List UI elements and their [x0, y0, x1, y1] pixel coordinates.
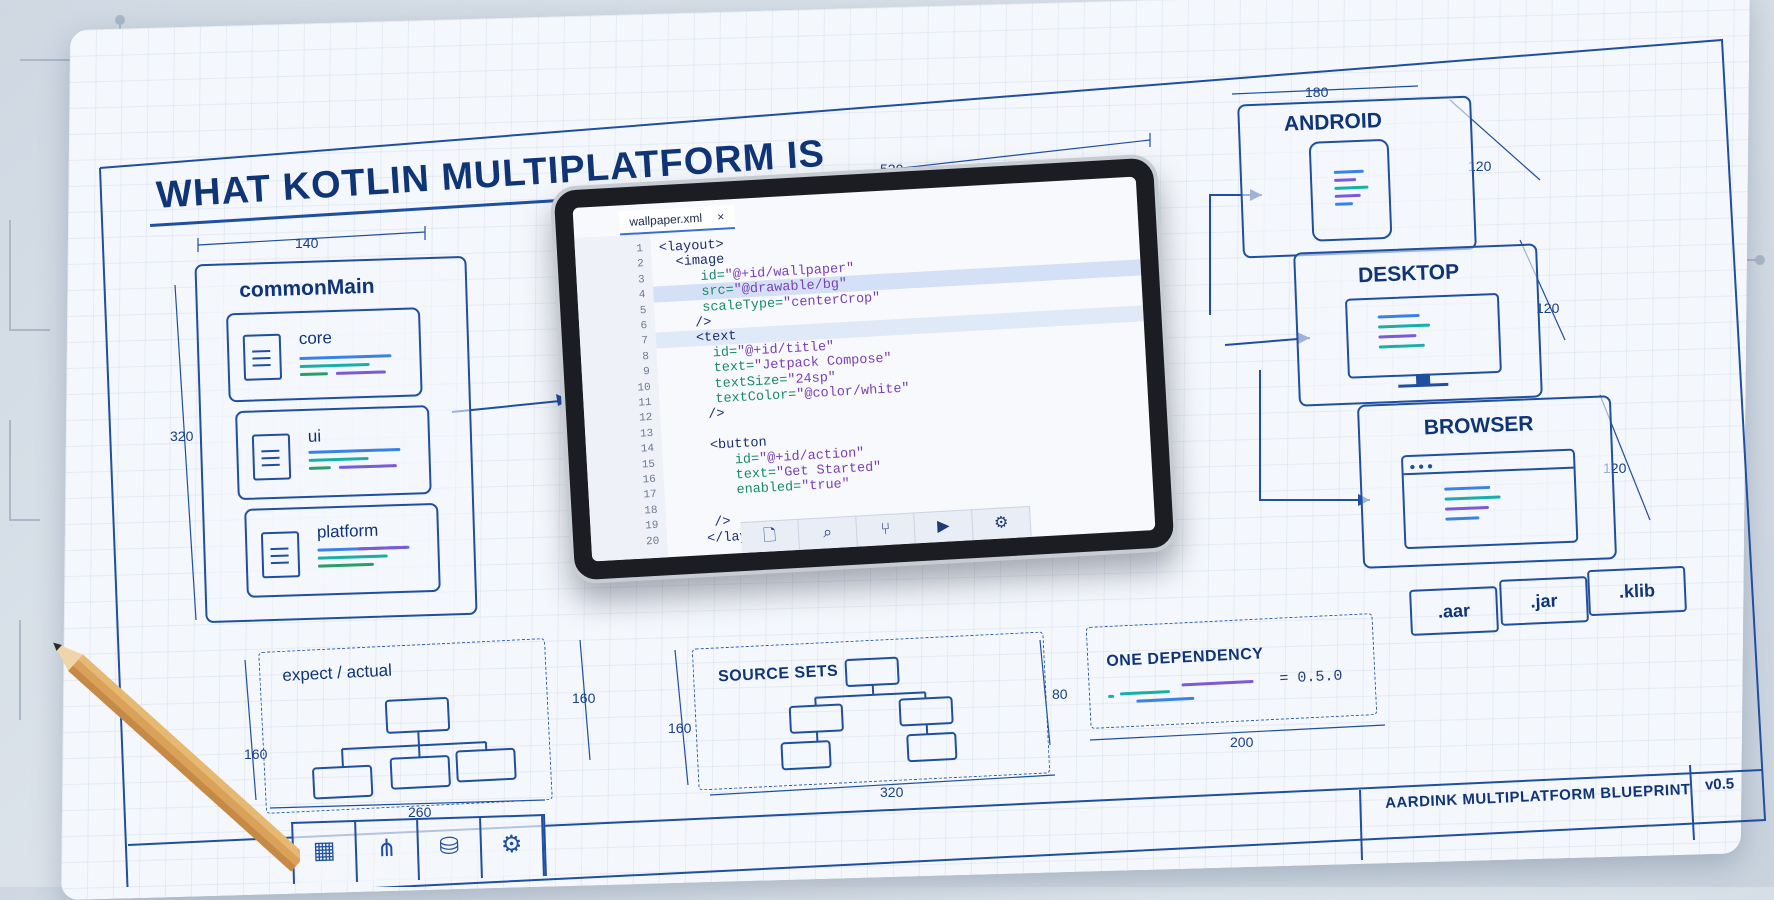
- line-number: 2: [636, 258, 645, 271]
- tab-label: wallpaper.xml: [629, 210, 703, 229]
- dim-common-height: 320: [170, 428, 194, 444]
- line-number: 16: [642, 473, 657, 487]
- code-attr: src=: [701, 283, 735, 301]
- one-dependency-panel: ONE DEPENDENCY = 0.5.0: [1085, 613, 1378, 729]
- dim-dependency-height: 80: [1052, 686, 1068, 702]
- code-attr: enabled=: [736, 480, 802, 499]
- code-attr: textColor=: [715, 387, 797, 408]
- play-icon[interactable]: ▶: [914, 510, 974, 544]
- dim-source-height: 160: [668, 720, 692, 736]
- artifact-jar[interactable]: .jar: [1499, 576, 1589, 626]
- code-line[interactable]: />: [668, 407, 725, 426]
- line-number: 1: [636, 243, 644, 256]
- file-icon: [260, 531, 301, 579]
- artifact-klib[interactable]: .klib: [1587, 565, 1687, 617]
- monitor-icon: [1344, 292, 1502, 379]
- code-attr: id=: [712, 344, 738, 362]
- line-number: 9: [642, 366, 651, 379]
- line-number: 20: [645, 535, 660, 549]
- platform-desktop[interactable]: DESKTOP: [1293, 243, 1543, 407]
- dim-dependency-width: 200: [1230, 734, 1254, 750]
- dim-expect-height-left: 160: [244, 746, 268, 762]
- line-number: 14: [640, 443, 655, 456]
- module-platform[interactable]: platform: [244, 502, 441, 598]
- line-number: 10: [637, 381, 652, 395]
- bottom-toolbar: ▦⋔⛁⚙: [291, 814, 547, 884]
- browser-window-icon: ● ● ●: [1400, 448, 1579, 550]
- line-number: 18: [644, 504, 658, 518]
- common-main-group: commonMain core ui platform: [194, 255, 478, 624]
- panel-label: ONE DEPENDENCY: [1105, 645, 1264, 671]
- code-val: "true": [800, 477, 851, 496]
- line-number: 7: [641, 335, 649, 348]
- code-tag: />: [707, 407, 725, 424]
- line-number: 17: [643, 489, 658, 502]
- platform-android[interactable]: ANDROID: [1237, 95, 1477, 259]
- module-label: ui: [307, 426, 322, 446]
- code-attr: text=: [713, 359, 755, 377]
- line-number: 11: [638, 396, 652, 410]
- close-icon[interactable]: ×: [716, 209, 725, 224]
- code-attr: scaleType=: [701, 296, 784, 316]
- file-icon[interactable]: 🗋: [740, 519, 800, 554]
- expect-actual-panel: expect / actual: [258, 638, 553, 814]
- dim-desktop-height: 120: [1536, 300, 1560, 316]
- common-main-title: commonMain: [238, 274, 375, 302]
- branch-icon[interactable]: ⑂: [856, 513, 916, 547]
- dim-source-width: 320: [880, 784, 904, 800]
- dependency-version: = 0.5.0: [1279, 667, 1343, 688]
- file-icon: [251, 433, 292, 481]
- file-icon: [242, 333, 283, 381]
- database-icon[interactable]: ⛁: [418, 818, 483, 880]
- phone-icon: [1308, 138, 1393, 242]
- line-number: 5: [639, 304, 647, 318]
- share-icon[interactable]: ⋔: [355, 820, 420, 882]
- dim-platform-width: 180: [1305, 84, 1329, 100]
- code-attr: id=: [734, 451, 760, 468]
- pencil-icon: [53, 642, 300, 872]
- code-attr: id=: [700, 268, 726, 285]
- line-number: 13: [639, 427, 654, 441]
- artifact-aar[interactable]: .aar: [1409, 586, 1499, 636]
- line-number: 15: [641, 458, 656, 472]
- line-number: 6: [640, 320, 648, 333]
- platform-browser[interactable]: BROWSER ● ● ●: [1356, 395, 1618, 569]
- module-core[interactable]: core: [225, 307, 423, 403]
- gear-icon[interactable]: ⚙: [972, 506, 1032, 541]
- source-sets-panel: SOURCE SETS: [691, 631, 1051, 791]
- search-icon[interactable]: ⌕: [798, 516, 858, 550]
- line-number: 8: [642, 350, 650, 364]
- dim-expect-height-right: 160: [572, 690, 596, 706]
- line-number: 19: [644, 519, 659, 533]
- platform-label: DESKTOP: [1357, 260, 1460, 288]
- tree-diagram: [312, 697, 517, 800]
- line-number: 12: [638, 412, 653, 426]
- line-number: 3: [637, 273, 646, 287]
- tree-diagram: [780, 656, 958, 771]
- editor-dock: 🗋⌕⑂▶⚙: [740, 505, 1032, 554]
- gear-icon[interactable]: ⚙: [480, 816, 545, 879]
- module-label: platform: [316, 520, 379, 542]
- dim-common-width: 140: [295, 235, 319, 251]
- code-tag: <text: [695, 329, 737, 347]
- code-tag: />: [713, 514, 731, 531]
- editor-tab[interactable]: wallpaper.xml ×: [618, 205, 736, 236]
- module-label: core: [298, 328, 333, 349]
- platform-label: BROWSER: [1423, 412, 1534, 440]
- code-tag: />: [694, 315, 712, 332]
- grid-icon[interactable]: ▦: [293, 821, 358, 884]
- module-ui[interactable]: ui: [235, 405, 432, 501]
- title-block-version: v0.5: [1704, 775, 1735, 794]
- code-attr: text=: [735, 466, 777, 484]
- dim-expect-width: 260: [408, 804, 432, 820]
- line-number: 4: [638, 289, 646, 302]
- platform-label: ANDROID: [1283, 109, 1383, 136]
